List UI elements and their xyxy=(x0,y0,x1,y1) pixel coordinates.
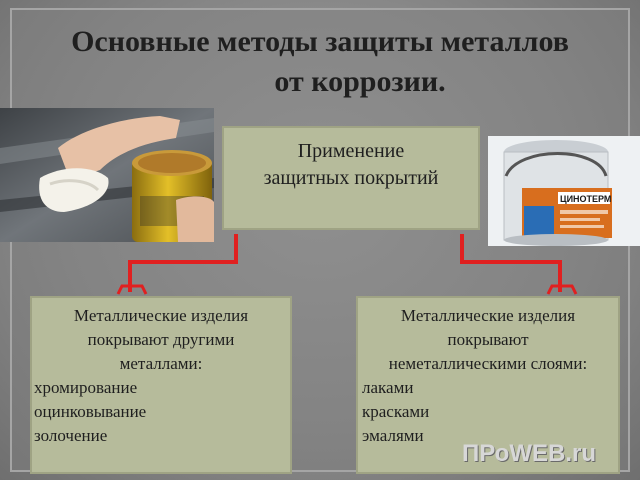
list-item-gilding: золочение xyxy=(34,426,108,445)
right-head-line-3: неметаллическими слоями: xyxy=(388,354,588,373)
coating-photo-illustration xyxy=(0,108,214,242)
list-item-galvanizing: оцинковывание xyxy=(34,402,147,421)
photo-applying-coating xyxy=(0,108,214,242)
bucket-brand-label: ЦИНОТЕРМ xyxy=(560,194,611,204)
top-box-line-2: защитных покрытий xyxy=(263,167,439,189)
right-head-line-2: покрывают xyxy=(447,330,529,349)
left-head-line-2: покрывают другими xyxy=(87,330,235,349)
right-head-line-1: Металлические изделия xyxy=(400,306,576,325)
paint-bucket-illustration: ЦИНОТЕРМ xyxy=(488,136,640,246)
metallic-coatings-box: Металлические изделия покрывают другими … xyxy=(30,296,292,474)
right-arrowhead xyxy=(546,284,578,295)
protective-coatings-box: Применение защитных покрытий xyxy=(222,126,480,230)
left-branch-line xyxy=(128,234,238,292)
nonmetallic-coatings-heading: Металлические изделия покрывают неметалл… xyxy=(358,298,618,376)
metallic-coatings-heading: Металлические изделия покрывают другими … xyxy=(32,298,290,376)
top-box-line-1: Применение xyxy=(297,140,405,162)
protective-coatings-label: Применение защитных покрытий xyxy=(224,138,478,192)
title-line-1: Основные методы защиты металлов xyxy=(71,25,569,58)
left-head-line-3: металлами: xyxy=(119,354,203,373)
photo-paint-bucket: ЦИНОТЕРМ xyxy=(488,136,640,246)
list-item-paints: красками xyxy=(362,402,430,421)
site-watermark: ПРоWEB.ru xyxy=(462,440,596,467)
nonmetallic-coatings-box: Металлические изделия покрывают неметалл… xyxy=(356,296,620,474)
slide-title: Основные методы защиты металлов от корро… xyxy=(20,22,620,102)
list-item-chrome-plating: хромирование xyxy=(34,378,138,397)
left-head-line-1: Металлические изделия xyxy=(73,306,249,325)
nonmetallic-coatings-list: лаками красками эмалями xyxy=(358,376,618,448)
right-branch-line xyxy=(460,234,562,292)
list-item-varnishes: лаками xyxy=(362,378,414,397)
metallic-coatings-list: хромирование оцинковывание золочение xyxy=(32,376,290,448)
list-item-enamels: эмалями xyxy=(362,426,424,445)
title-line-2: от коррозии. xyxy=(274,65,446,98)
left-arrowhead xyxy=(116,284,148,295)
